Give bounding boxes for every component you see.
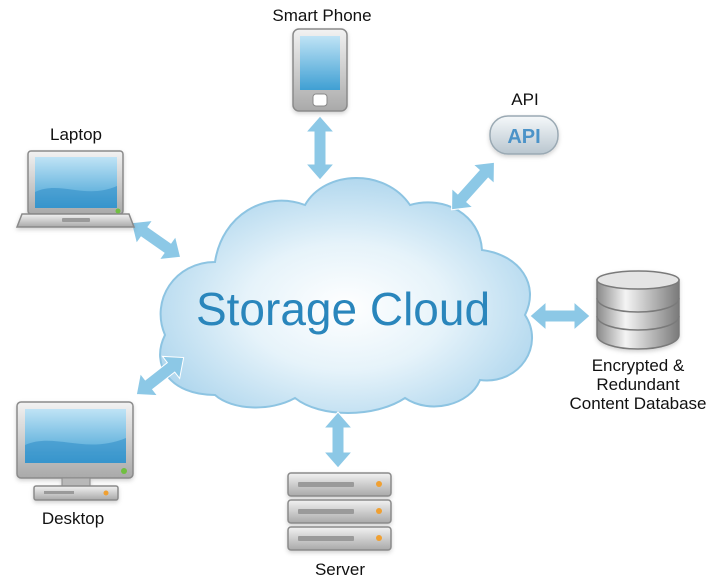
storage-cloud (159, 177, 534, 414)
laptop-icon (15, 150, 136, 228)
server-label: Server (314, 560, 366, 579)
arrow-desktop (135, 355, 185, 397)
smartphone-icon (292, 28, 348, 112)
cloud-label: Storage Cloud (196, 283, 490, 335)
database-label-line-3: Content Database (569, 394, 707, 413)
arrow-api (451, 161, 495, 211)
arrow-smartphone (304, 115, 336, 181)
smartphone-label: Smart Phone (272, 6, 372, 25)
arrow-server (322, 411, 354, 469)
database-label: Encrypted & Redundant Content Database (568, 356, 708, 413)
api-badge-icon: API (489, 115, 559, 155)
database-label-line-1: Encrypted & (591, 356, 685, 375)
database-label-line-2: Redundant (596, 375, 680, 394)
api-label: API (511, 90, 539, 109)
arrow-laptop (130, 219, 182, 261)
connection-arrows (130, 115, 591, 469)
desktop-icon (16, 401, 134, 501)
arrow-database (529, 300, 591, 332)
desktop-label: Desktop (41, 509, 105, 528)
server-icon (287, 472, 392, 551)
database-icon (596, 270, 680, 350)
api-badge-text: API (507, 126, 540, 148)
laptop-label: Laptop (50, 125, 102, 144)
